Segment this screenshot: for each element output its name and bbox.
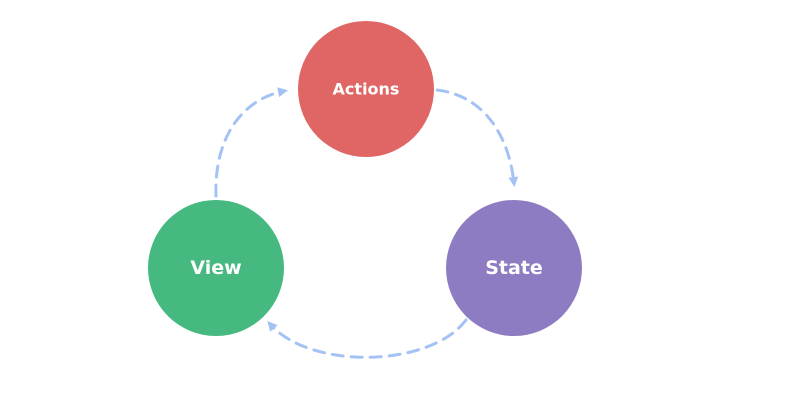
node-actions-label: Actions [333,80,400,99]
node-state-circle [446,200,582,336]
node-actions-circle [298,21,434,157]
edge-state-to-view [267,318,468,359]
node-state-label: State [485,257,543,279]
edge-view-to-actions [214,87,288,198]
edge-actions-to-state [435,88,519,187]
node-state: State [446,200,582,336]
node-view: View [148,200,284,336]
node-view-label: View [190,257,241,279]
node-actions: Actions [298,21,434,157]
node-view-circle [148,200,284,336]
